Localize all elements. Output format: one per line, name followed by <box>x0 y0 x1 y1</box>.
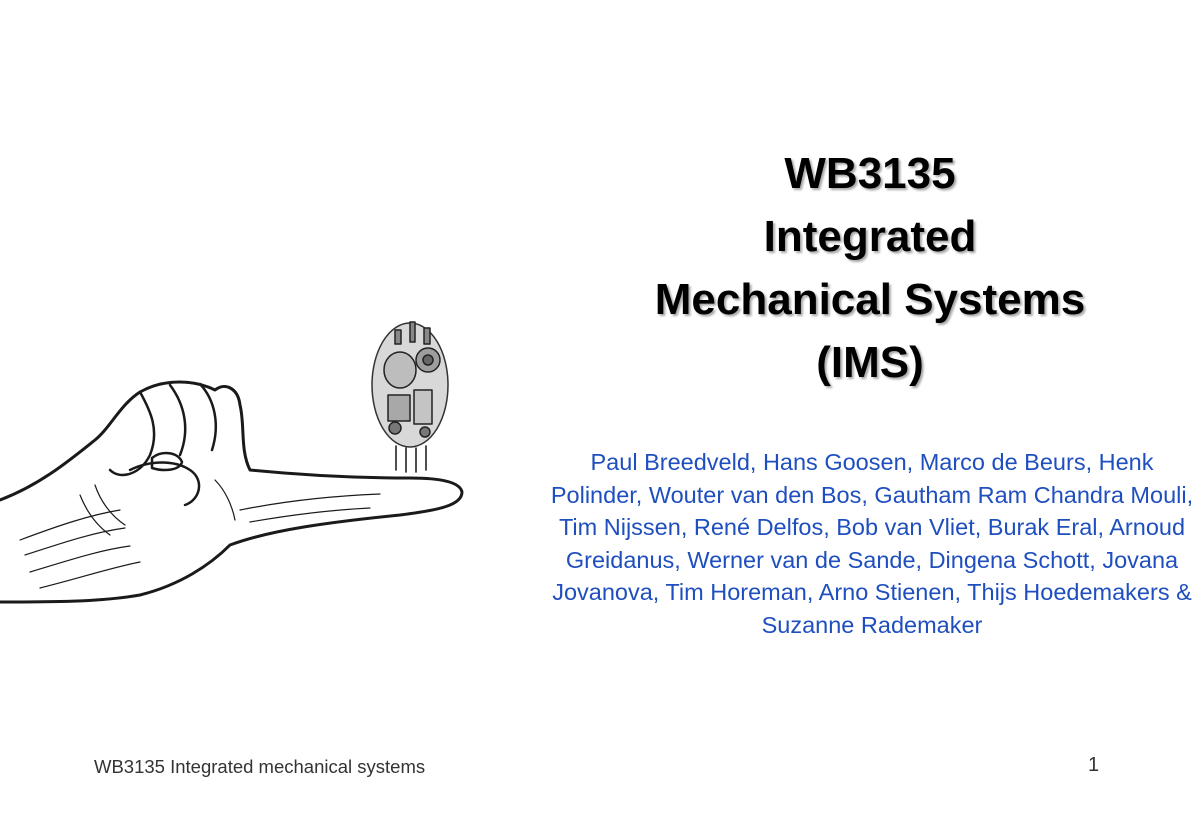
footer-course-name: WB3135 Integrated mechanical systems <box>94 756 426 777</box>
hand-holding-machine-illustration <box>0 321 464 604</box>
author-list: Paul Breedveld, Hans Goosen, Marco de Be… <box>550 449 1194 638</box>
slide-title: WB3135 Integrated Mechanical Systems (IM… <box>570 142 1170 394</box>
title-line-course-code: WB3135 <box>784 149 956 198</box>
machine-cluster <box>371 321 449 473</box>
title-line-abbreviation: (IMS) <box>816 338 924 387</box>
title-line-integrated: Integrated <box>763 212 977 261</box>
title-line-mechanical-systems: Mechanical Systems <box>654 275 1086 324</box>
page-number: 1 <box>1088 754 1100 776</box>
